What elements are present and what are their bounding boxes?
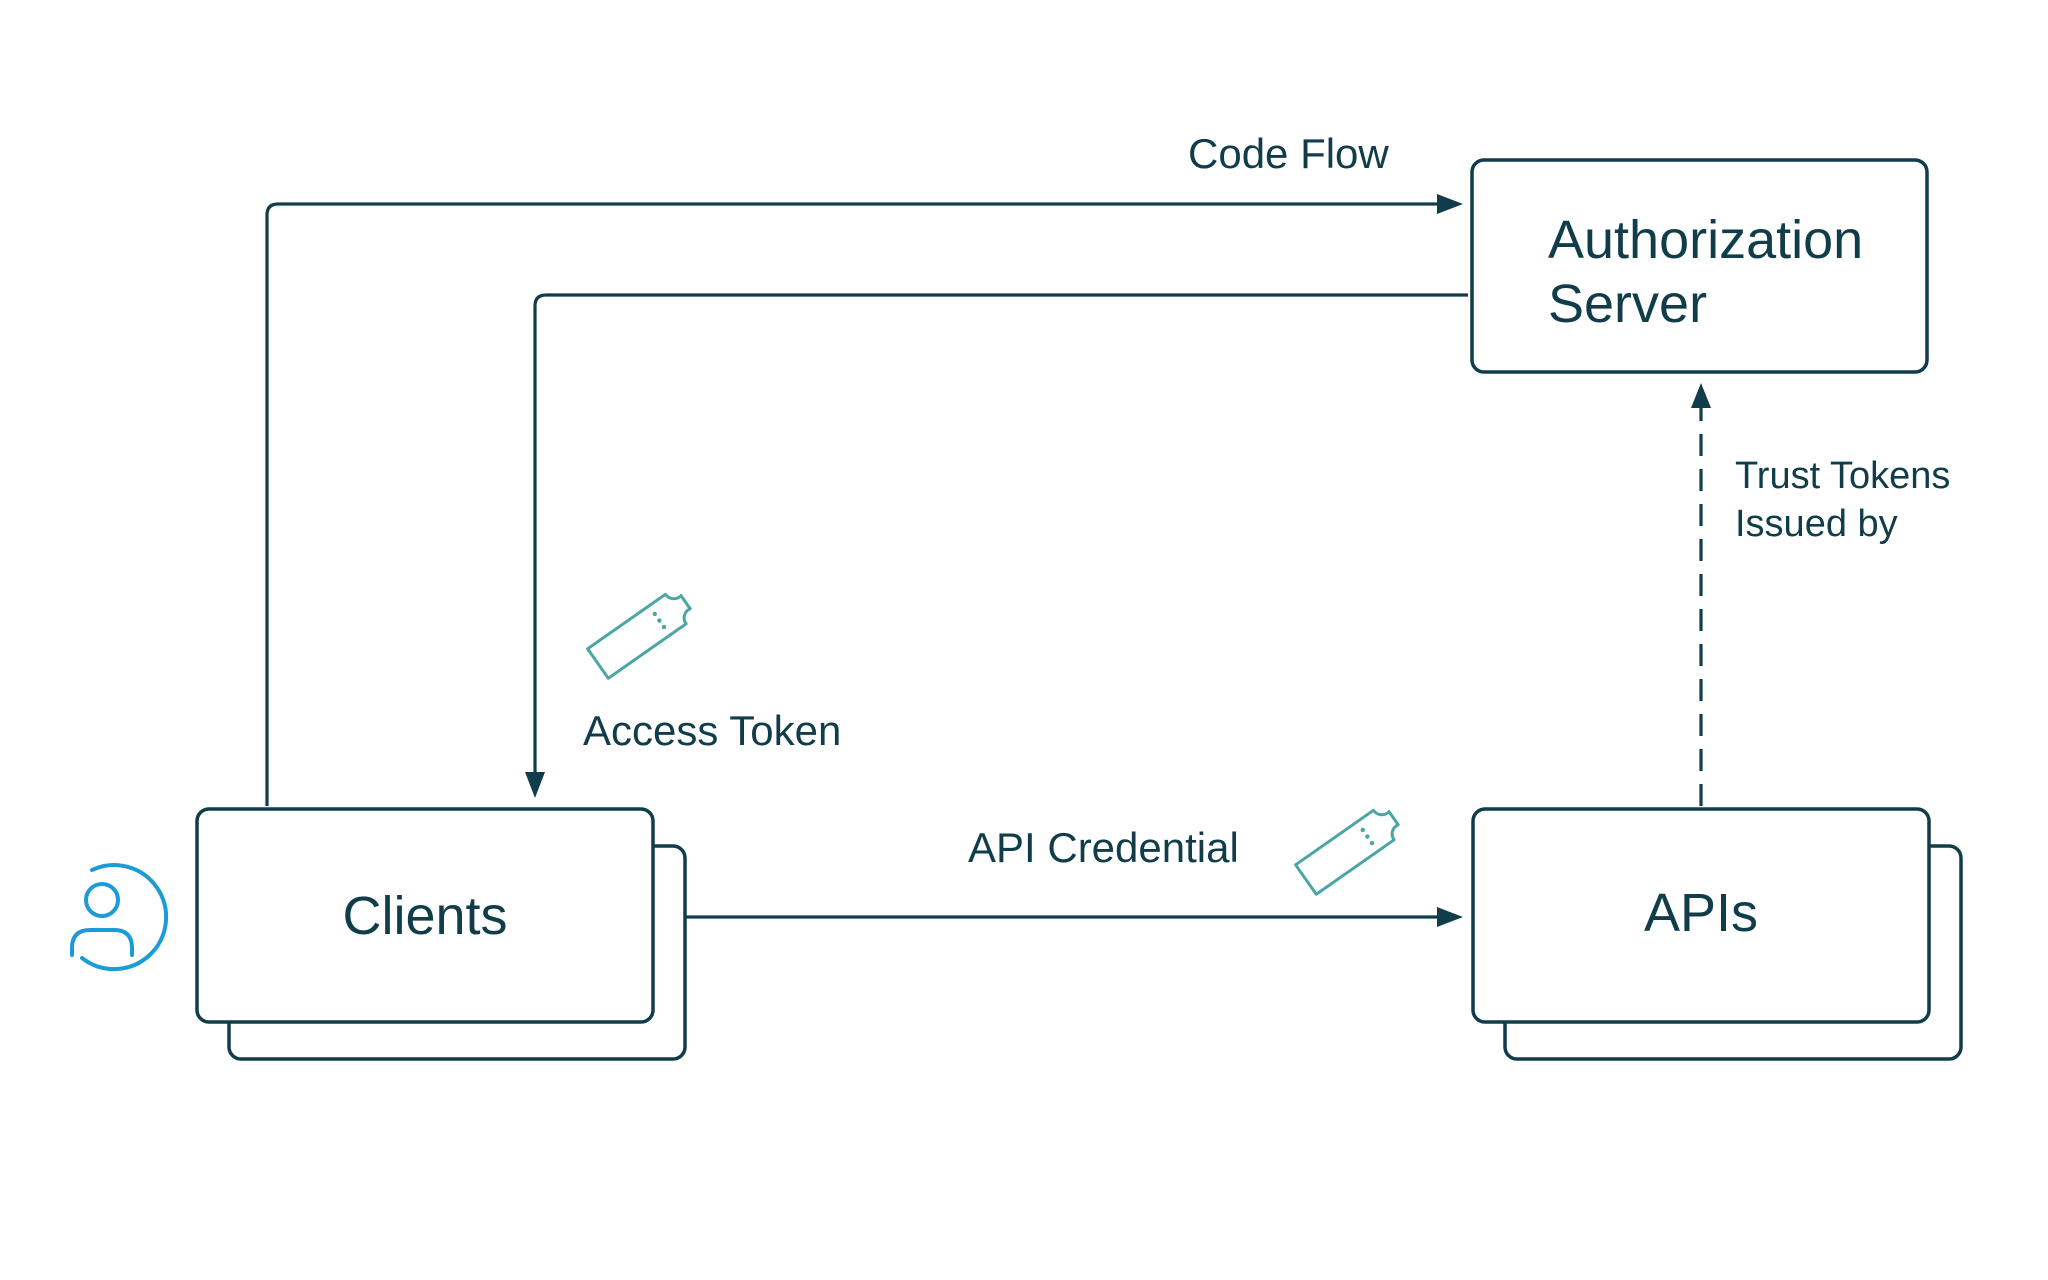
api-credential-arrowhead xyxy=(1437,907,1463,927)
authorization-server-label-line1: Authorization xyxy=(1548,210,1863,270)
api-credential-label: API Credential xyxy=(968,824,1239,871)
authorization-server-label-line2: Server xyxy=(1548,274,1707,334)
trust-tokens-label-line2: Issued by xyxy=(1735,503,1898,545)
clients-box xyxy=(195,807,655,1024)
user-icon xyxy=(70,863,169,972)
code-flow-label: Code Flow xyxy=(1188,130,1389,177)
access-token-label: Access Token xyxy=(583,707,841,754)
trust-tokens-label-line1: Trust Tokens xyxy=(1735,455,1950,497)
access-token-arrowhead xyxy=(525,772,545,798)
code-flow-arrowhead xyxy=(1437,194,1463,214)
code-flow-arrow xyxy=(265,202,1438,806)
access-token-arrow xyxy=(533,293,1468,772)
ticket-icon xyxy=(1294,808,1400,896)
apis-box xyxy=(1471,807,1931,1024)
trust-tokens-arrowhead xyxy=(1691,383,1711,408)
apis-label: APIs xyxy=(1644,883,1758,943)
ticket-icon xyxy=(586,592,692,680)
clients-label: Clients xyxy=(342,886,507,946)
authorization-server-box xyxy=(1470,158,1929,374)
